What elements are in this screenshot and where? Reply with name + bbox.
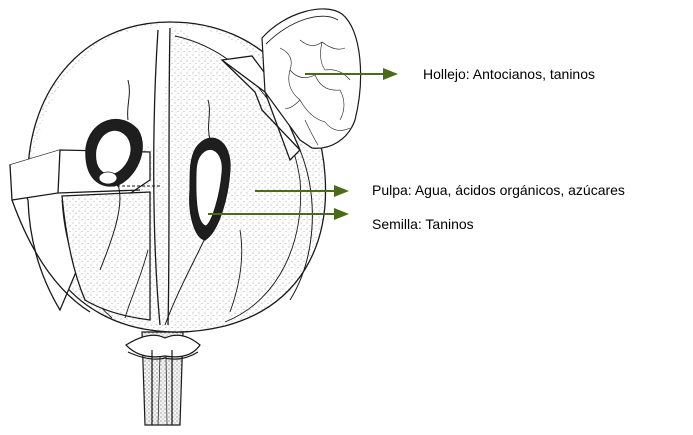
pulpa-label: Pulpa: Agua, ácidos orgánicos, azúcares [372,182,625,198]
hollejo-label: Hollejo: Antocianos, taninos [423,66,595,82]
stem [126,332,200,425]
semilla-label: Semilla: Taninos [372,216,474,232]
